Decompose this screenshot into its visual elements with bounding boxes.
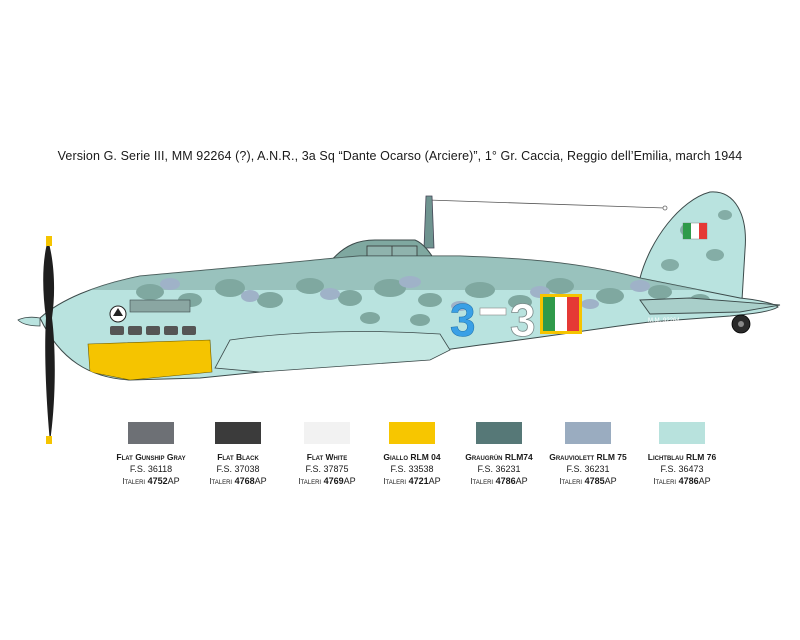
swatch-fs-code: F.S. 36118 [129, 464, 173, 474]
swatch-name: Giallo RLM 04 [383, 452, 441, 462]
swatch-chip [304, 422, 350, 444]
swatch-3: Giallo RLM 04 F.S. 33538 Italeri 4721AP [357, 420, 467, 488]
swatch-chip [215, 422, 261, 444]
swatch-paint-code: Italeri 4768AP [209, 476, 267, 486]
swatch-fs-code: F.S. 37875 [305, 464, 349, 474]
swatch-name: Flat Gunship Gray [116, 452, 186, 462]
swatch-chip [565, 422, 611, 444]
propeller [43, 240, 55, 442]
aircraft-serial: M.M. 92264 [648, 318, 680, 324]
swatch-name: Grauviolett RLM 75 [549, 452, 627, 462]
tail-flag [682, 222, 708, 240]
fuselage-code-bar [479, 307, 507, 316]
swatch-chip [476, 422, 522, 444]
swatch-chip [128, 422, 174, 444]
antenna-mast [423, 195, 435, 249]
swatch-4: Graugrün RLM74 F.S. 36231 Italeri 4786AP [444, 420, 554, 488]
swatch-fs-code: F.S. 37038 [216, 464, 260, 474]
swatch-paint-code: Italeri 4786AP [653, 476, 711, 486]
swatch-paint-code: Italeri 4752AP [122, 476, 180, 486]
aircraft-profile: 3 3 M.M. 92264 [17, 191, 781, 444]
fuselage-code-left: 3 [450, 294, 476, 346]
swatch-name: Flat White [306, 452, 348, 462]
swatch-5: Grauviolett RLM 75 F.S. 36231 Italeri 47… [533, 420, 643, 488]
swatch-chip [389, 422, 435, 444]
swatch-paint-code: Italeri 4786AP [470, 476, 528, 486]
spinner [17, 316, 41, 327]
swatch-2: Flat White F.S. 37875 Italeri 4769AP [272, 420, 382, 488]
swatch-fs-code: F.S. 36231 [566, 464, 610, 474]
swatch-1: Flat Black F.S. 37038 Italeri 4768AP [183, 420, 293, 488]
tail-fin [639, 191, 746, 301]
swatch-paint-code: Italeri 4721AP [383, 476, 441, 486]
exhaust-stubs [110, 326, 196, 335]
tailplane [639, 297, 781, 315]
swatch-fs-code: F.S. 36473 [660, 464, 704, 474]
wing-root [214, 331, 451, 373]
swatch-paint-code: Italeri 4769AP [298, 476, 356, 486]
profile-caption: Version G. Serie III, MM 92264 (?), A.N.… [57, 149, 743, 163]
fuselage-code-right: 3 [510, 294, 536, 346]
swatch-fs-code: F.S. 33538 [390, 464, 434, 474]
swatch-name: Lichtblau RLM 76 [647, 452, 717, 462]
swatch-6: Lichtblau RLM 76 F.S. 36473 Italeri 4786… [627, 420, 737, 488]
swatch-paint-code: Italeri 4785AP [559, 476, 617, 486]
swatch-name: Graugrün RLM74 [465, 452, 533, 462]
fuselage-flag [540, 294, 582, 334]
antenna-wire [427, 199, 666, 209]
swatch-0: Flat Gunship Gray F.S. 36118 Italeri 475… [96, 420, 206, 488]
swatch-name: Flat Black [217, 452, 259, 462]
swatch-fs-code: F.S. 36231 [477, 464, 521, 474]
color-swatches: Flat Gunship Gray F.S. 36118 Italeri 475… [0, 420, 800, 500]
swatch-chip [659, 422, 705, 444]
